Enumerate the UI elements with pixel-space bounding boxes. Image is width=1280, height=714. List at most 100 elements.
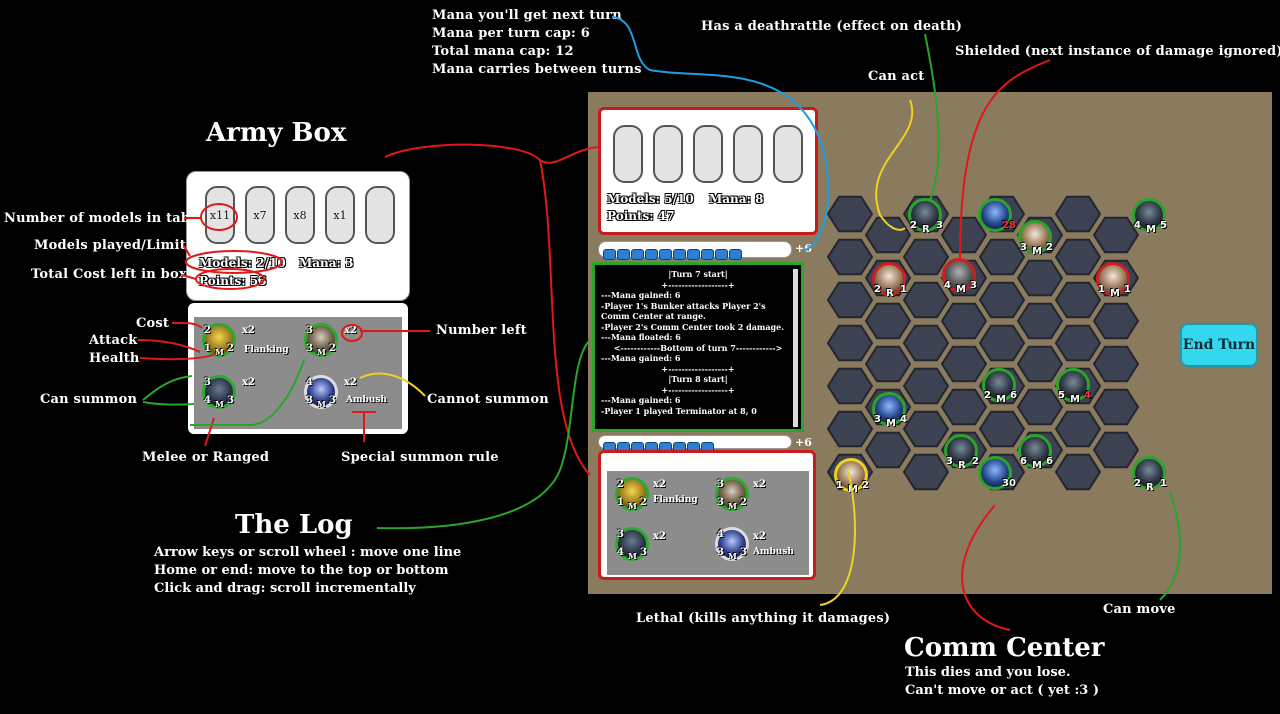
log-line: ---Mana gained: 6	[601, 395, 681, 405]
unit-attack: 3	[306, 343, 313, 354]
hex-tile[interactable]	[864, 345, 912, 383]
hex-tile[interactable]	[1054, 453, 1102, 491]
hex-tile[interactable]	[826, 238, 874, 276]
mana-info: Mana you'll get next turn Mana per turn …	[432, 7, 642, 79]
board-unit-token[interactable]	[942, 258, 976, 292]
models-count: Models: 2/10	[199, 256, 286, 270]
hex-tile[interactable]	[1092, 302, 1140, 340]
unit-card-4[interactable]	[715, 527, 749, 561]
end-turn-button[interactable]: End Turn	[1180, 323, 1258, 367]
board-unit-token[interactable]	[1056, 368, 1090, 402]
hex-tile[interactable]	[864, 431, 912, 469]
unit-cost: 3	[306, 325, 313, 336]
unit-cost: 2	[204, 325, 211, 336]
unit-health: 3	[740, 547, 747, 558]
army-tab-2[interactable]	[653, 125, 683, 183]
army-tab-count: x8	[293, 208, 307, 222]
hex-tile[interactable]	[902, 453, 950, 491]
hex-tile[interactable]	[1092, 431, 1140, 469]
hex-tile[interactable]	[1054, 281, 1102, 319]
unit-card-1[interactable]	[202, 323, 236, 357]
board-unit-token[interactable]	[1132, 456, 1166, 490]
label-attack: Attack	[89, 333, 138, 348]
hex-tile[interactable]	[940, 388, 988, 426]
log-panel[interactable]: |Turn 7 start| +------------------+ ---M…	[592, 262, 804, 432]
board-unit-token[interactable]	[944, 434, 978, 468]
unit-health: 2	[640, 497, 647, 508]
hex-tile[interactable]	[826, 410, 874, 448]
hex-tile[interactable]	[902, 410, 950, 448]
mana-info-line: Mana per turn cap: 6	[432, 26, 591, 41]
log-help-text: Arrow keys or scroll wheel : move one li…	[154, 544, 461, 598]
army-tab-4[interactable]: x1	[325, 186, 355, 244]
log-help-line: Arrow keys or scroll wheel : move one li…	[154, 545, 462, 560]
hex-tile[interactable]	[1092, 216, 1140, 254]
unit-card-4[interactable]	[304, 375, 338, 409]
army-tab-1[interactable]	[613, 125, 643, 183]
log-line: ---Mana floated: 6	[601, 332, 681, 342]
unit-type: M	[728, 501, 737, 511]
board-unit-attack: 2	[910, 220, 917, 231]
army-tab-1[interactable]: x11	[205, 186, 235, 244]
board-unit-token[interactable]	[1018, 434, 1052, 468]
hex-tile[interactable]	[1092, 388, 1140, 426]
board-unit-token[interactable]	[1096, 262, 1130, 296]
hex-tile[interactable]	[940, 345, 988, 383]
mana-info-line: Mana carries between turns	[432, 62, 642, 77]
army-box-right: Models: 5/10 Mana: 8 Points: 47	[598, 107, 818, 235]
unit-card-1[interactable]	[615, 477, 649, 511]
unit-type: M	[628, 501, 637, 511]
army-tab-4[interactable]	[733, 125, 763, 183]
hex-tile[interactable]	[826, 367, 874, 405]
hex-tile[interactable]	[978, 410, 1026, 448]
unit-card-2[interactable]	[715, 477, 749, 511]
army-tab-2[interactable]: x7	[245, 186, 275, 244]
hex-tile[interactable]	[1054, 410, 1102, 448]
army-tab-5[interactable]	[773, 125, 803, 183]
hex-tile[interactable]	[940, 302, 988, 340]
hex-tile[interactable]	[1054, 324, 1102, 362]
hex-tile[interactable]	[864, 302, 912, 340]
unit-attack: 4	[204, 395, 211, 406]
hex-tile[interactable]	[1016, 388, 1064, 426]
army-tab-3[interactable]: x8	[285, 186, 315, 244]
unit-health: 2	[329, 343, 336, 354]
unit-card-3[interactable]	[615, 527, 649, 561]
board-unit-health: 4	[1084, 390, 1091, 401]
mana-crystal-icon	[729, 249, 742, 260]
unit-card-2[interactable]	[304, 323, 338, 357]
board-unit-token[interactable]	[908, 198, 942, 232]
hex-tile[interactable]	[826, 281, 874, 319]
hex-tile[interactable]	[902, 324, 950, 362]
army-tab-3[interactable]	[693, 125, 723, 183]
mana-crystal-icon	[701, 249, 714, 260]
hex-tile[interactable]	[1016, 259, 1064, 297]
log-line: |Turn 8 start|	[668, 374, 728, 384]
board-unit-type: M	[1032, 460, 1042, 471]
hex-tile[interactable]	[1016, 345, 1064, 383]
unit-list-area: 2 1 M 2 x2 Flanking 3 3 M 2 x2 3 4 M 3 x…	[607, 471, 809, 575]
hex-tile[interactable]	[902, 281, 950, 319]
hex-tile[interactable]	[1054, 195, 1102, 233]
mana-crystal-icon	[603, 249, 616, 260]
unit-attack: 1	[204, 343, 211, 354]
board-unit-token[interactable]	[1132, 198, 1166, 232]
unit-type: M	[728, 551, 737, 561]
board-unit-health: 3	[936, 220, 943, 231]
board-unit-token[interactable]	[872, 262, 906, 296]
board-unit-token[interactable]	[982, 368, 1016, 402]
hex-tile[interactable]	[1016, 302, 1064, 340]
hex-tile[interactable]	[826, 324, 874, 362]
hex-tile[interactable]	[902, 238, 950, 276]
log-scrollbar[interactable]	[793, 269, 798, 427]
hex-tile[interactable]	[1054, 238, 1102, 276]
army-tab-5[interactable]	[365, 186, 395, 244]
hex-tile[interactable]	[1092, 345, 1140, 383]
board-unit-type: R	[958, 460, 966, 471]
board-unit-token[interactable]	[872, 392, 906, 426]
hex-tile[interactable]	[902, 367, 950, 405]
label-models-played: Models played/Limit	[34, 238, 186, 253]
hex-tile[interactable]	[978, 324, 1026, 362]
board-unit-token[interactable]	[978, 456, 1012, 490]
hex-tile[interactable]	[978, 281, 1026, 319]
